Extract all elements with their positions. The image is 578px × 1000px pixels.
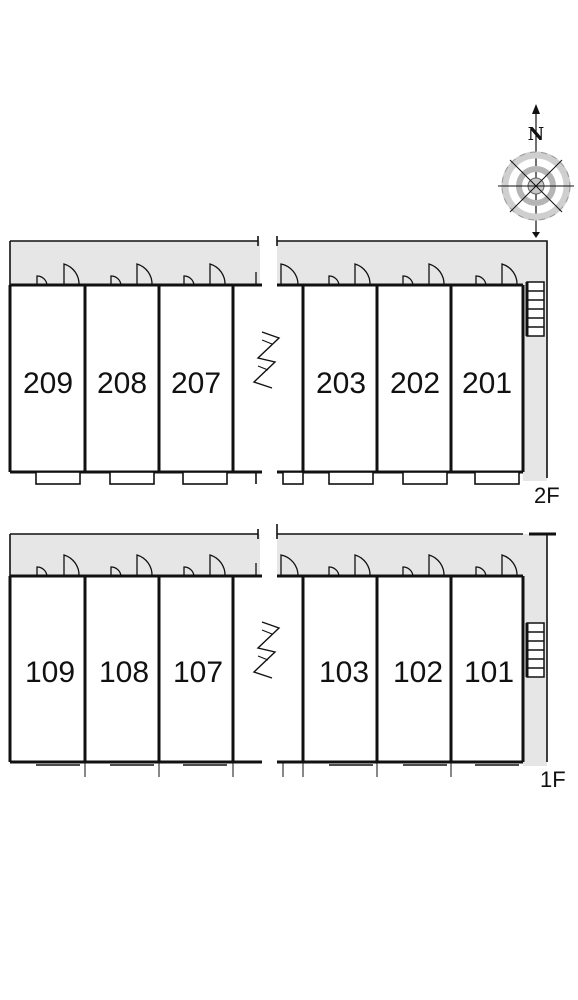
unit-107: 107 (173, 656, 223, 689)
unit-201: 201 (462, 367, 512, 400)
unit-203: 203 (316, 367, 366, 400)
corridor-2f-left (10, 241, 260, 285)
unit-101: 101 (464, 656, 514, 689)
ground-ticks-1f (84, 762, 452, 777)
break-symbol-2f (252, 331, 281, 389)
floor-label-2f: 2F (534, 483, 560, 508)
stairs-2f (525, 281, 545, 337)
unit-202: 202 (390, 367, 440, 400)
unit-102: 102 (393, 656, 443, 689)
floor-label-1f: 1F (540, 767, 566, 792)
floor-1f-block: 109 108 107 103 102 101 1F (8, 524, 566, 792)
unit-108: 108 (99, 656, 149, 689)
corridor-1f-left (10, 534, 260, 576)
unit-208: 208 (97, 367, 147, 400)
break-symbol-1f (252, 621, 281, 679)
doors-2f (36, 263, 518, 286)
floor-2f-block: 209 208 207 203 202 201 2F (8, 236, 560, 508)
compass: N (498, 104, 574, 238)
unit-209: 209 (23, 367, 73, 400)
unit-103: 103 (319, 656, 369, 689)
corridor-1f-right (277, 534, 523, 576)
doors-1f (36, 554, 518, 577)
unit-207: 207 (171, 367, 221, 400)
corridor-2f-right (277, 241, 523, 285)
compass-rose-icon (498, 104, 574, 238)
walkway-2f-east (523, 241, 547, 481)
stairs-1f (525, 622, 545, 678)
unit-109: 109 (25, 656, 75, 689)
balconies-2f (35, 471, 520, 485)
